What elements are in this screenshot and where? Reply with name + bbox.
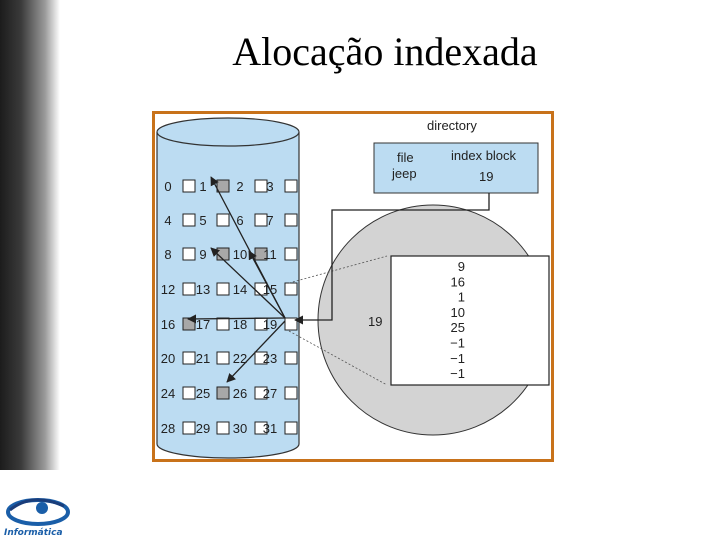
- block-20: [182, 351, 196, 365]
- block-number-30: 30: [233, 421, 247, 436]
- block-1: [216, 179, 230, 193]
- block-29: [216, 421, 230, 435]
- block-number-1: 1: [199, 179, 206, 194]
- block-16: [182, 317, 196, 331]
- zoom-line-top: [288, 255, 388, 284]
- block-2: [254, 179, 268, 193]
- block-number-25: 25: [196, 386, 210, 401]
- directory-file-name: jeep: [391, 166, 417, 181]
- directory-header-file: file: [397, 150, 414, 165]
- block-number-17: 17: [196, 317, 210, 332]
- block-number-19: 19: [263, 317, 277, 332]
- directory-table: [373, 142, 539, 194]
- directory-header-index-block: index block: [451, 148, 517, 163]
- zoom-line-bottom: [288, 330, 388, 386]
- block-number-7: 7: [266, 213, 273, 228]
- block-number-11: 11: [263, 247, 277, 262]
- block-7: [284, 213, 298, 227]
- arrow-to-block-25: [226, 320, 286, 383]
- block-28: [182, 421, 196, 435]
- index-entry: 25: [451, 320, 465, 335]
- block-17: [216, 317, 230, 331]
- block-number-27: 27: [263, 386, 277, 401]
- block-number-26: 26: [233, 386, 247, 401]
- block-number-13: 13: [196, 282, 210, 297]
- block-15: [284, 282, 298, 296]
- left-gradient-bar: [0, 0, 60, 470]
- block-0: [182, 179, 196, 193]
- block-23: [284, 351, 298, 365]
- block-11: [284, 247, 298, 261]
- block-number-16: 16: [161, 317, 175, 332]
- block-number-4: 4: [164, 213, 171, 228]
- block-31: [284, 421, 298, 435]
- block-12: [182, 282, 196, 296]
- directory-index-value: 19: [479, 169, 493, 184]
- slide-title: Alocação indexada: [232, 29, 538, 74]
- block-3: [284, 179, 298, 193]
- block-6: [254, 213, 268, 227]
- block-number-9: 9: [199, 247, 206, 262]
- arrow-to-block-16: [187, 314, 286, 324]
- block-number-28: 28: [161, 421, 175, 436]
- block-number-14: 14: [233, 282, 247, 297]
- block-24: [182, 386, 196, 400]
- block-4: [182, 213, 196, 227]
- block-number-20: 20: [161, 351, 175, 366]
- index-entry: 1: [458, 290, 465, 305]
- block-number-2: 2: [236, 179, 243, 194]
- block-5: [216, 213, 230, 227]
- block-21: [216, 351, 230, 365]
- index-pointer-arrows: [187, 176, 286, 383]
- block-26: [254, 386, 268, 400]
- block-number-29: 29: [196, 421, 210, 436]
- block-8: [182, 247, 196, 261]
- index-entry: 9: [458, 259, 465, 274]
- block-25: [216, 386, 230, 400]
- index-entry: 16: [451, 274, 465, 289]
- index-entry: −1: [450, 336, 465, 351]
- block-number-21: 21: [196, 351, 210, 366]
- directory-pointer-arrow: [294, 193, 490, 325]
- index-block-label: 19: [368, 314, 382, 329]
- block-number-0: 0: [164, 179, 171, 194]
- block-13: [216, 282, 230, 296]
- block-number-6: 6: [236, 213, 243, 228]
- index-entry: 10: [451, 305, 465, 320]
- block-9: [216, 247, 230, 261]
- block-number-24: 24: [161, 386, 175, 401]
- index-block-box: [390, 255, 550, 386]
- logo-text: Informática: [4, 528, 63, 538]
- block-number-18: 18: [233, 317, 247, 332]
- arrow-to-block-9: [210, 247, 286, 319]
- block-number-10: 10: [233, 247, 247, 262]
- block-number-3: 3: [266, 179, 273, 194]
- block-number-23: 23: [263, 351, 277, 366]
- block-27: [284, 386, 298, 400]
- block-number-22: 22: [233, 351, 247, 366]
- index-entry: −1: [450, 351, 465, 366]
- block-number-31: 31: [263, 421, 277, 436]
- block-number-12: 12: [161, 282, 175, 297]
- logo-icon: [6, 498, 70, 526]
- arrow-to-block-10: [248, 250, 286, 319]
- block-number-5: 5: [199, 213, 206, 228]
- directory-label: directory: [427, 118, 477, 133]
- block-number-8: 8: [164, 247, 171, 262]
- block-30: [254, 421, 268, 435]
- informatica-logo: [2, 490, 72, 540]
- index-entry: −1: [450, 366, 465, 381]
- block-22: [254, 351, 268, 365]
